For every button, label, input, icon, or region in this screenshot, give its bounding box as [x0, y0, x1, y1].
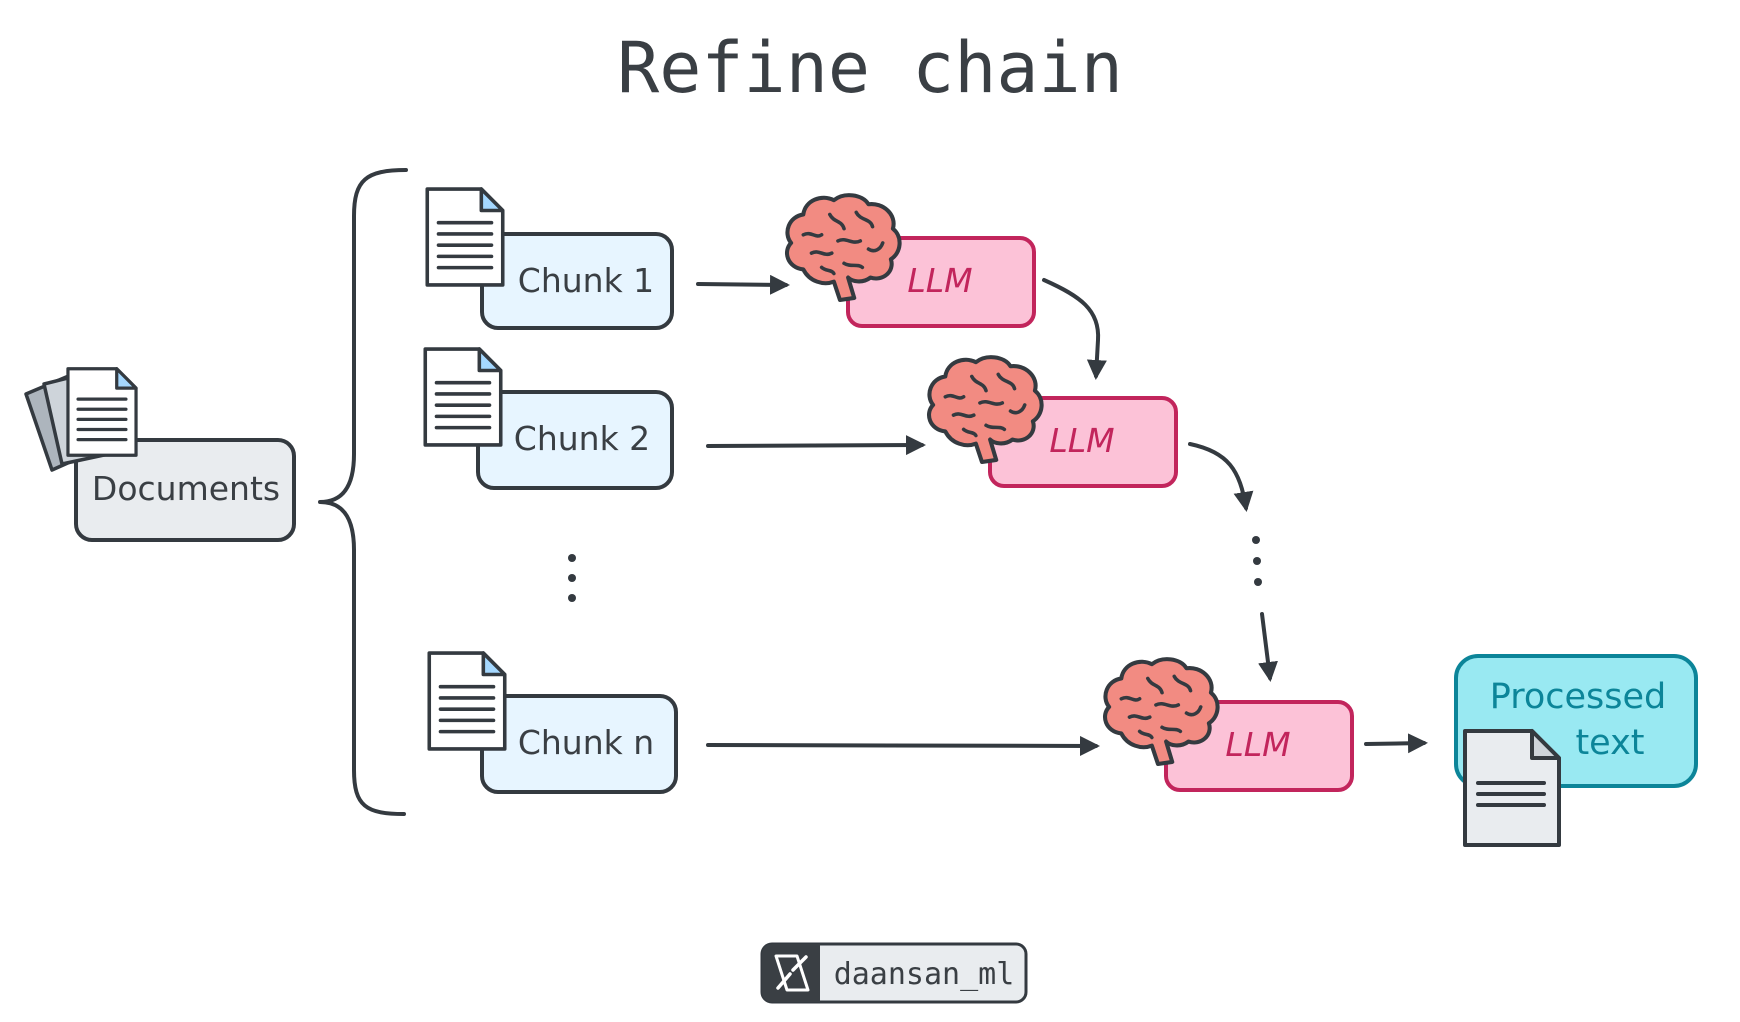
llm-label: LLM	[1225, 725, 1290, 764]
author-handle[interactable]: daansan_ml	[834, 957, 1015, 992]
documents-node: Documents	[24, 367, 296, 542]
documents-stack-icon	[24, 367, 138, 472]
author-handle-badge[interactable]: daansan_ml	[760, 942, 1028, 1004]
llm-node-n: LLM	[1105, 659, 1354, 792]
arrow-llmn-to-output	[1364, 733, 1428, 754]
chunk-node-2: Chunk 2	[423, 347, 674, 490]
chunk-label: Chunk 1	[518, 261, 654, 300]
llm-label: LLM	[907, 261, 972, 300]
llm-node-2: LLM	[929, 357, 1178, 488]
arrow-chunkn-to-llmn	[706, 735, 1100, 756]
llm-ellipsis	[1252, 536, 1262, 586]
output-document-icon	[1463, 729, 1561, 847]
processed-text-node: Processed text	[1454, 654, 1698, 847]
chunk-label: Chunk n	[518, 723, 654, 762]
document-icon	[427, 651, 507, 751]
chunk-node-1: Chunk 1	[425, 187, 674, 330]
arrow-ellipsis-to-llmn	[1258, 612, 1278, 682]
document-icon	[423, 347, 503, 447]
llm-label: LLM	[1049, 421, 1114, 460]
output-label-line1: Processed	[1490, 677, 1667, 717]
x-logo-icon	[774, 954, 810, 992]
chunk-label: Chunk 2	[514, 419, 650, 458]
output-label-line2: text	[1575, 723, 1644, 763]
document-icon	[425, 187, 505, 287]
llm-node-1: LLM	[787, 195, 1036, 328]
diagram-title: Refine chain	[617, 27, 1123, 109]
arrow-llm1-to-llm2	[1042, 278, 1107, 380]
arrow-llm2-to-ellipsis	[1188, 442, 1254, 512]
documents-box	[74, 438, 296, 542]
arrow-chunk2-to-llm2	[706, 435, 926, 456]
documents-label: Documents	[92, 469, 280, 508]
arrow-chunk1-to-llm1	[696, 274, 790, 295]
chunk-node-n: Chunk n	[427, 651, 678, 794]
chunk-ellipsis	[568, 554, 576, 602]
split-brace	[318, 168, 408, 816]
